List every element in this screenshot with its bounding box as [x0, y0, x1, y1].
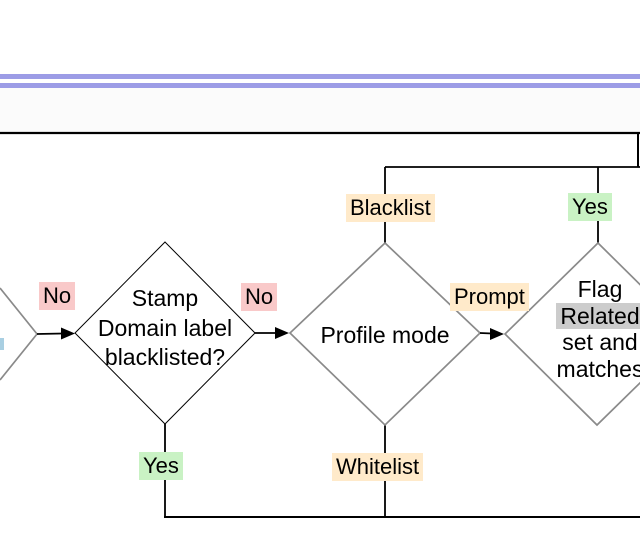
node-flag-line: matches	[556, 355, 640, 382]
node-stamp-domain-blacklisted[interactable]	[74, 241, 256, 425]
edge-label-prompt[interactable]: Prompt	[450, 283, 529, 311]
edge-label-yes-top[interactable]: Yes	[568, 193, 612, 221]
node-stamp-line: Stamp	[131, 285, 199, 311]
edge-label-no-right[interactable]: No	[241, 283, 278, 311]
node-profile-text[interactable]: Profile mode	[290, 322, 480, 348]
node-offscreen-left[interactable]	[0, 287, 39, 381]
purple-divider-top	[0, 74, 640, 79]
arrowhead-icon	[61, 327, 75, 340]
edge-label-no-left[interactable]: No	[39, 282, 76, 310]
node-flag-text[interactable]: Flag Related set and matches	[535, 276, 640, 382]
edge-label-yes-bottom[interactable]: Yes	[139, 452, 183, 480]
header-band	[0, 88, 640, 132]
purple-divider-bottom	[0, 83, 640, 88]
arrowhead-icon	[490, 328, 504, 340]
clipped-label-fragment	[0, 338, 4, 350]
node-flag-line: Flag	[577, 276, 623, 302]
node-profile-mode[interactable]	[288, 241, 482, 427]
edge-label-blacklist[interactable]: Blacklist	[346, 194, 435, 222]
node-stamp-text[interactable]: Stamp Domain label blacklisted?	[70, 284, 260, 373]
edge-label-whitelist[interactable]: Whitelist	[332, 453, 424, 481]
arrow-left-to-stamp	[36, 332, 64, 335]
node-stamp-line: Domain label	[97, 314, 233, 341]
node-flag-line: set and	[562, 329, 638, 355]
node-flag-line-highlighted: Related	[535, 302, 640, 330]
node-flag-related[interactable]	[503, 241, 640, 427]
arrowhead-icon	[275, 327, 289, 339]
related-highlight: Related	[556, 302, 640, 329]
node-stamp-line: blacklisted?	[104, 344, 226, 370]
node-profile-label: Profile mode	[320, 322, 450, 348]
